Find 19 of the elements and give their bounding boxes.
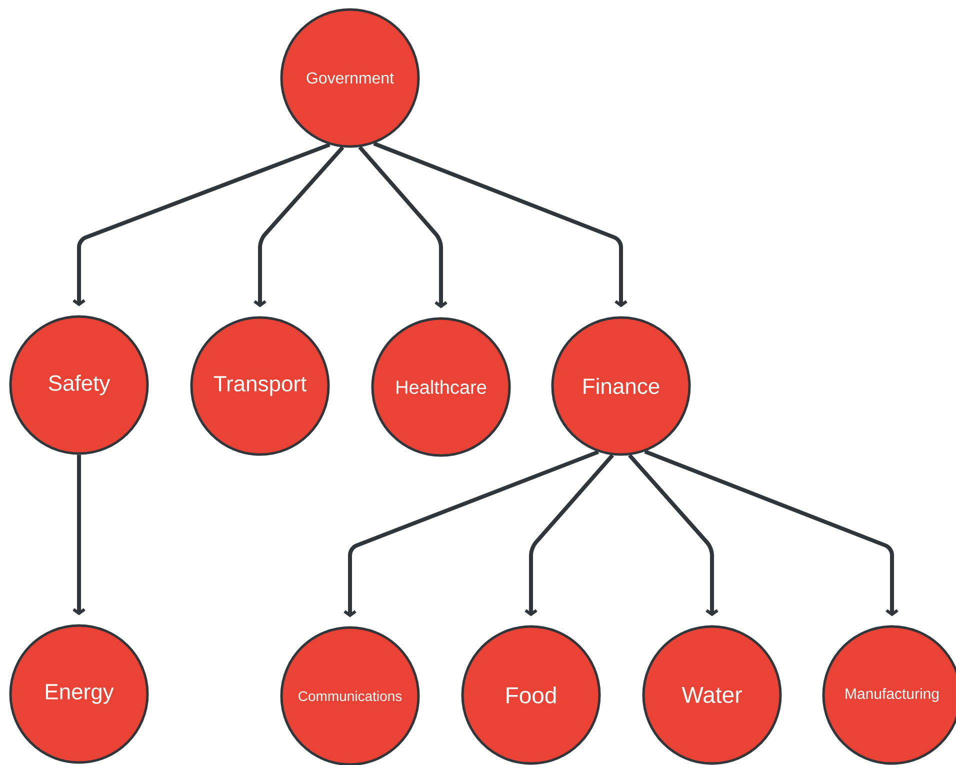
arrow [358, 146, 448, 308]
arrow [72, 142, 330, 306]
circle-node: Transport [190, 316, 330, 456]
circle-node: Energy [9, 624, 149, 764]
circle-node: Healthcare [371, 317, 511, 457]
arrow [72, 454, 86, 616]
circle-node: Safety [9, 315, 149, 455]
arrow [644, 450, 898, 616]
circle-node: Water [642, 625, 782, 765]
circle-node: Manufacturing [822, 625, 956, 765]
circle-node: Government [280, 8, 420, 148]
arrow [254, 146, 344, 308]
arrow [628, 454, 718, 616]
arrow [344, 450, 600, 618]
circle-node: Communications [280, 626, 420, 765]
circle-node: Finance [551, 316, 691, 456]
arrow [373, 142, 628, 308]
circle-node: Food [461, 625, 601, 765]
arrow [524, 454, 614, 616]
